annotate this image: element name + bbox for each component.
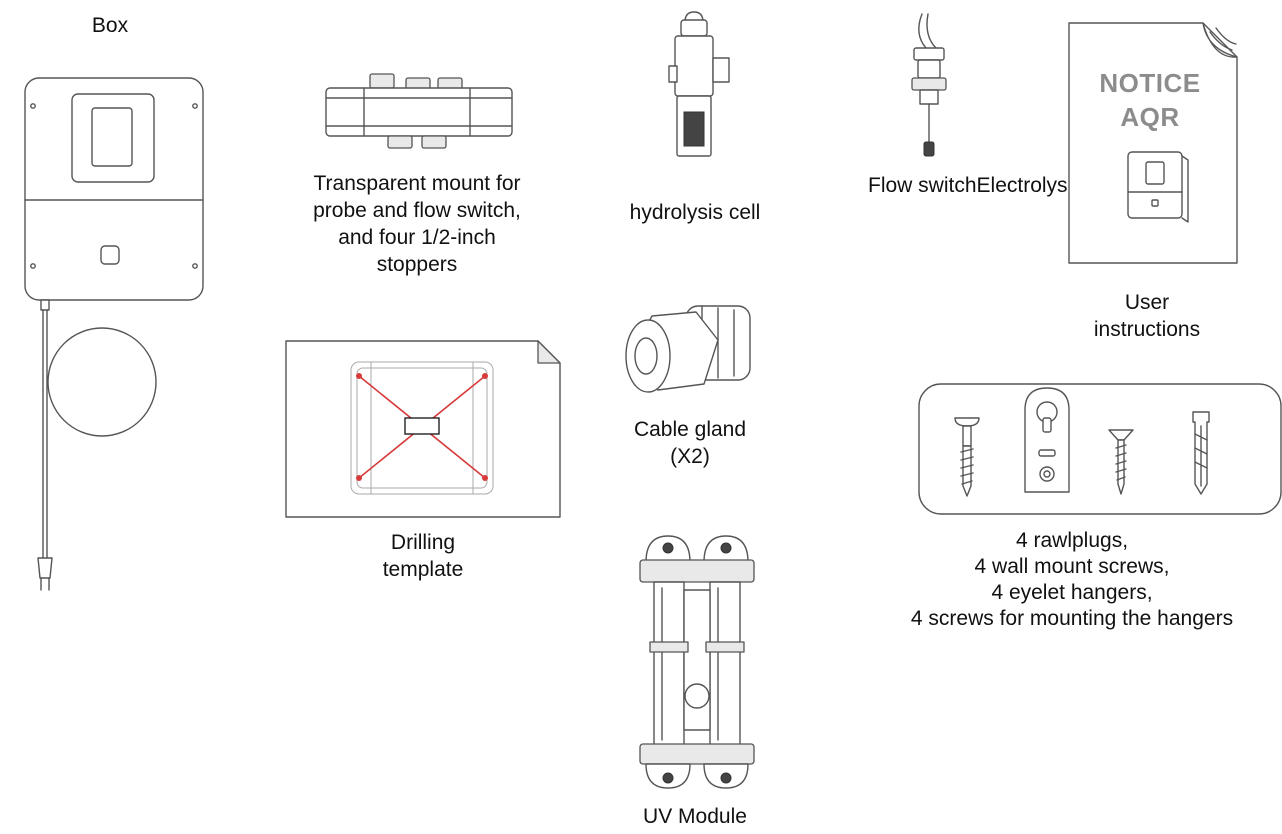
drilling-template-illustration xyxy=(285,340,561,518)
uv-module-illustration xyxy=(639,535,755,789)
cable-gland-label: Cable gland (X2) xyxy=(600,416,780,470)
user-manual-illustration: NOTICE AQR xyxy=(1068,22,1238,264)
template-label-line-1: Drilling xyxy=(390,531,456,554)
mount-label-line-1: Transparent mount for xyxy=(313,172,521,195)
flow-switch-label: Flow switchElectrolysis/ xyxy=(868,174,1089,197)
hardware-label-line-3: 4 eyelet hangers, xyxy=(991,581,1153,604)
hardware-label-line-4: 4 screws for mounting the hangers xyxy=(910,607,1234,630)
manual-label: User instructions xyxy=(1062,289,1232,343)
cable-gland-label-line-1: Cable gland xyxy=(633,418,747,441)
manual-label-line-1: User xyxy=(1124,291,1170,314)
control-box-illustration xyxy=(24,77,204,591)
uv-module-label: UV Module xyxy=(643,805,747,828)
manual-label-line-2: instructions xyxy=(1093,318,1201,341)
cable-gland-label-line-2: (X2) xyxy=(670,445,710,468)
manual-cover-title: NOTICE xyxy=(1099,68,1200,98)
transparent-mount-illustration xyxy=(325,73,513,149)
mount-label-line-3: and four 1/2-inch xyxy=(338,226,496,249)
eyelet-hanger-icon xyxy=(1024,387,1070,493)
template-label-line-2: template xyxy=(382,558,464,581)
flow-switch-illustration xyxy=(911,13,947,157)
cable-gland-illustration xyxy=(625,305,751,393)
rawlplug-icon xyxy=(1192,411,1210,495)
mount-label-line-4: stoppers xyxy=(376,253,458,276)
hardware-panel-illustration xyxy=(918,383,1282,515)
wall-screw-icon xyxy=(954,417,980,497)
box-label: Box xyxy=(91,14,129,37)
template-label: Drilling template xyxy=(343,529,503,583)
mount-label: Transparent mount for probe and flow swi… xyxy=(272,170,562,278)
hardware-label-line-2: 4 wall mount screws, xyxy=(974,555,1170,578)
mount-label-line-2: probe and flow switch, xyxy=(313,199,521,222)
cell-label: hydrolysis cell xyxy=(629,201,761,224)
hanger-screw-icon xyxy=(1108,429,1134,495)
hardware-label: 4 rawlplugs, 4 wall mount screws, 4 eyel… xyxy=(862,528,1282,632)
hardware-label-line-1: 4 rawlplugs, xyxy=(1015,529,1129,552)
hydrolysis-cell-illustration xyxy=(668,11,730,157)
manual-cover-subtitle: AQR xyxy=(1120,102,1179,132)
